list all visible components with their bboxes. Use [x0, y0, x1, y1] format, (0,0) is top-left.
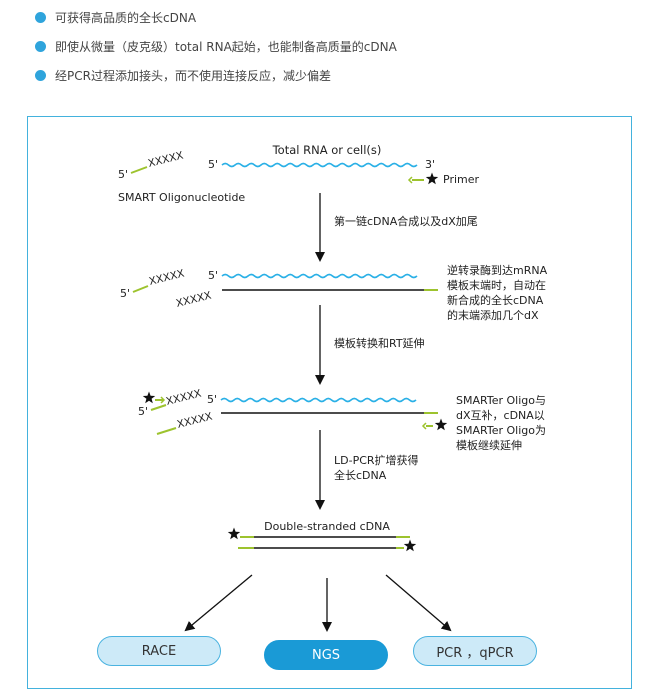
note-line: 模板继续延伸	[456, 438, 522, 452]
step1-label: 第一链cDNA合成以及dX加尾	[334, 214, 478, 228]
arrow-to-race	[184, 574, 253, 632]
oligo-five-prime-label: 5'	[118, 168, 128, 181]
oligo-five-prime-label: 5'	[138, 405, 148, 418]
feature-text: 经PCR过程添加接头，而不使用连接反应，减少偏差	[55, 68, 331, 83]
oligo-xxxxx: XXXXX	[165, 388, 203, 408]
primer-star-icon	[425, 172, 439, 185]
primer-star-icon	[434, 418, 448, 431]
note-line: 的末端添加几个dX	[447, 308, 539, 322]
rna-strand	[221, 273, 418, 279]
workflow-frame	[27, 116, 632, 689]
oligo-xxxxx: XXXXX	[148, 268, 186, 288]
oligo-star-icon	[142, 391, 156, 404]
dx-tail-xxxxx: XXXXX	[176, 411, 214, 431]
rna-strand	[221, 162, 418, 168]
smart-oligo-label: SMART Oligonucleotide	[118, 191, 245, 204]
total-rna-label: Total RNA or cell(s)	[272, 143, 382, 157]
five-prime-label: 5'	[208, 269, 218, 282]
pcr-qpcr-output: PCR ，qPCR	[413, 636, 537, 666]
ds-cdna-label: Double-stranded cDNA	[264, 520, 390, 533]
note-line: SMARTer Oligo为	[456, 424, 546, 437]
bullet-dot-icon	[35, 11, 46, 23]
oligo-xxxxx: XXXXX	[147, 150, 185, 170]
note-line: dX互补，cDNA以	[456, 409, 545, 422]
feature-item: 即使从微量（皮克级）total RNA起始，也能制备高质量的cDNA	[35, 36, 397, 56]
note-line: 逆转录酶到达mRNA	[447, 263, 548, 277]
ngs-output: NGS	[264, 640, 388, 670]
feature-text: 即使从微量（皮克级）total RNA起始，也能制备高质量的cDNA	[55, 39, 397, 54]
rna-strand	[220, 397, 417, 403]
five-prime-label: 5'	[207, 393, 217, 406]
primer-arrow-icon	[421, 422, 427, 430]
dx-tail-xxxxx: XXXXX	[175, 290, 213, 310]
step2-label: 模板转换和RT延伸	[334, 336, 425, 350]
five-prime-star-icon	[227, 527, 241, 540]
note-line: 模板末端时，自动在	[447, 278, 546, 292]
oligo-adapter	[132, 285, 149, 293]
primer-arrow-icon	[407, 176, 413, 184]
five-prime-label: 5'	[208, 158, 218, 171]
extension-adapter	[156, 427, 177, 435]
primer-label: Primer	[443, 173, 480, 186]
oligo-five-prime-label: 5'	[120, 287, 130, 300]
race-output: RACE	[97, 636, 221, 666]
oligo-adapter	[150, 404, 167, 411]
bullet-dot-icon	[35, 40, 46, 52]
three-prime-star-icon	[403, 539, 417, 552]
feature-text: 可获得高品质的全长cDNA	[55, 10, 197, 25]
oligo-adapter	[130, 166, 148, 174]
step3-label-line2: 全长cDNA	[334, 468, 387, 482]
feature-item: 可获得高品质的全长cDNA	[35, 7, 196, 27]
step3-label-line1: LD-PCR扩增获得	[334, 453, 419, 467]
arrow-to-pcr	[385, 574, 452, 632]
note-template-switch: SMARTer Oligo与 dX互补，cDNA以 SMARTer Oligo为…	[456, 394, 546, 452]
oligo-arrow-icon	[160, 396, 166, 404]
note-rt-reach-end: 逆转录酶到达mRNA 模板末端时，自动在 新合成的全长cDNA 的末端添加几个d…	[447, 263, 548, 322]
three-prime-label: 3'	[425, 158, 435, 171]
note-line: 新合成的全长cDNA	[447, 293, 544, 307]
feature-item: 经PCR过程添加接头，而不使用连接反应，减少偏差	[35, 65, 331, 85]
bullet-dot-icon	[35, 69, 46, 81]
note-line: SMARTer Oligo与	[456, 394, 546, 407]
